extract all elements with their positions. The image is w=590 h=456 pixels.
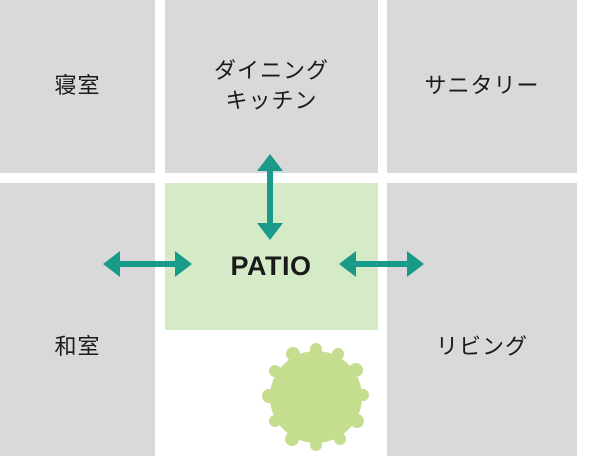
room-sanitary-label: サニタリー — [424, 73, 540, 99]
room-washitsu-label: 和室 — [54, 335, 101, 360]
room-dining-kitchen-label: ダイニング キッチン — [213, 58, 329, 114]
room-washitsu: 和室 — [0, 183, 155, 456]
room-living: リビング — [387, 183, 577, 456]
room-bedroom: 寝室 — [0, 0, 155, 173]
tree-canopy-icon — [262, 343, 369, 451]
room-dining-kitchen: ダイニング キッチン — [165, 0, 378, 173]
room-living-label: リビング — [435, 335, 528, 360]
room-sanitary: サニタリー — [387, 0, 577, 173]
patio-label: PATIO — [230, 251, 312, 281]
room-bedroom-label: 寝室 — [54, 73, 101, 99]
